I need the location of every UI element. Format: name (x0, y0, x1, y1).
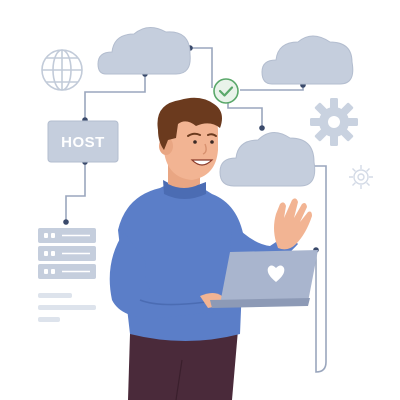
gear-icon (310, 98, 358, 146)
connector-host-to-server (65, 162, 86, 222)
laptop-icon (210, 250, 318, 308)
connector-mid-cloud-to-laptop (312, 165, 327, 373)
small-gear-icon (349, 165, 373, 189)
decorative-text-lines (38, 293, 96, 322)
host-badge-label: HOST (61, 134, 105, 151)
connector-check-to-mid-cloud (227, 100, 263, 128)
connector-top-cloud-to-check (190, 47, 213, 88)
cloud-icon-right (261, 35, 354, 85)
connector-check-to-right-cloud (240, 85, 304, 91)
server-icon (38, 228, 96, 279)
host-badge: HOST (47, 120, 119, 163)
person-left-arm (109, 232, 214, 319)
connector-lines (65, 47, 327, 373)
connector-top-cloud-to-host (84, 74, 146, 120)
person-waving-hand (274, 198, 312, 250)
cloud-icon-top (97, 27, 191, 75)
person-hair (157, 97, 222, 150)
globe-icon (41, 49, 83, 91)
heart-icon (267, 265, 285, 282)
cloud-icon-middle (219, 132, 316, 187)
check-icon (213, 78, 239, 104)
person (109, 97, 318, 400)
person-pants (128, 330, 238, 400)
